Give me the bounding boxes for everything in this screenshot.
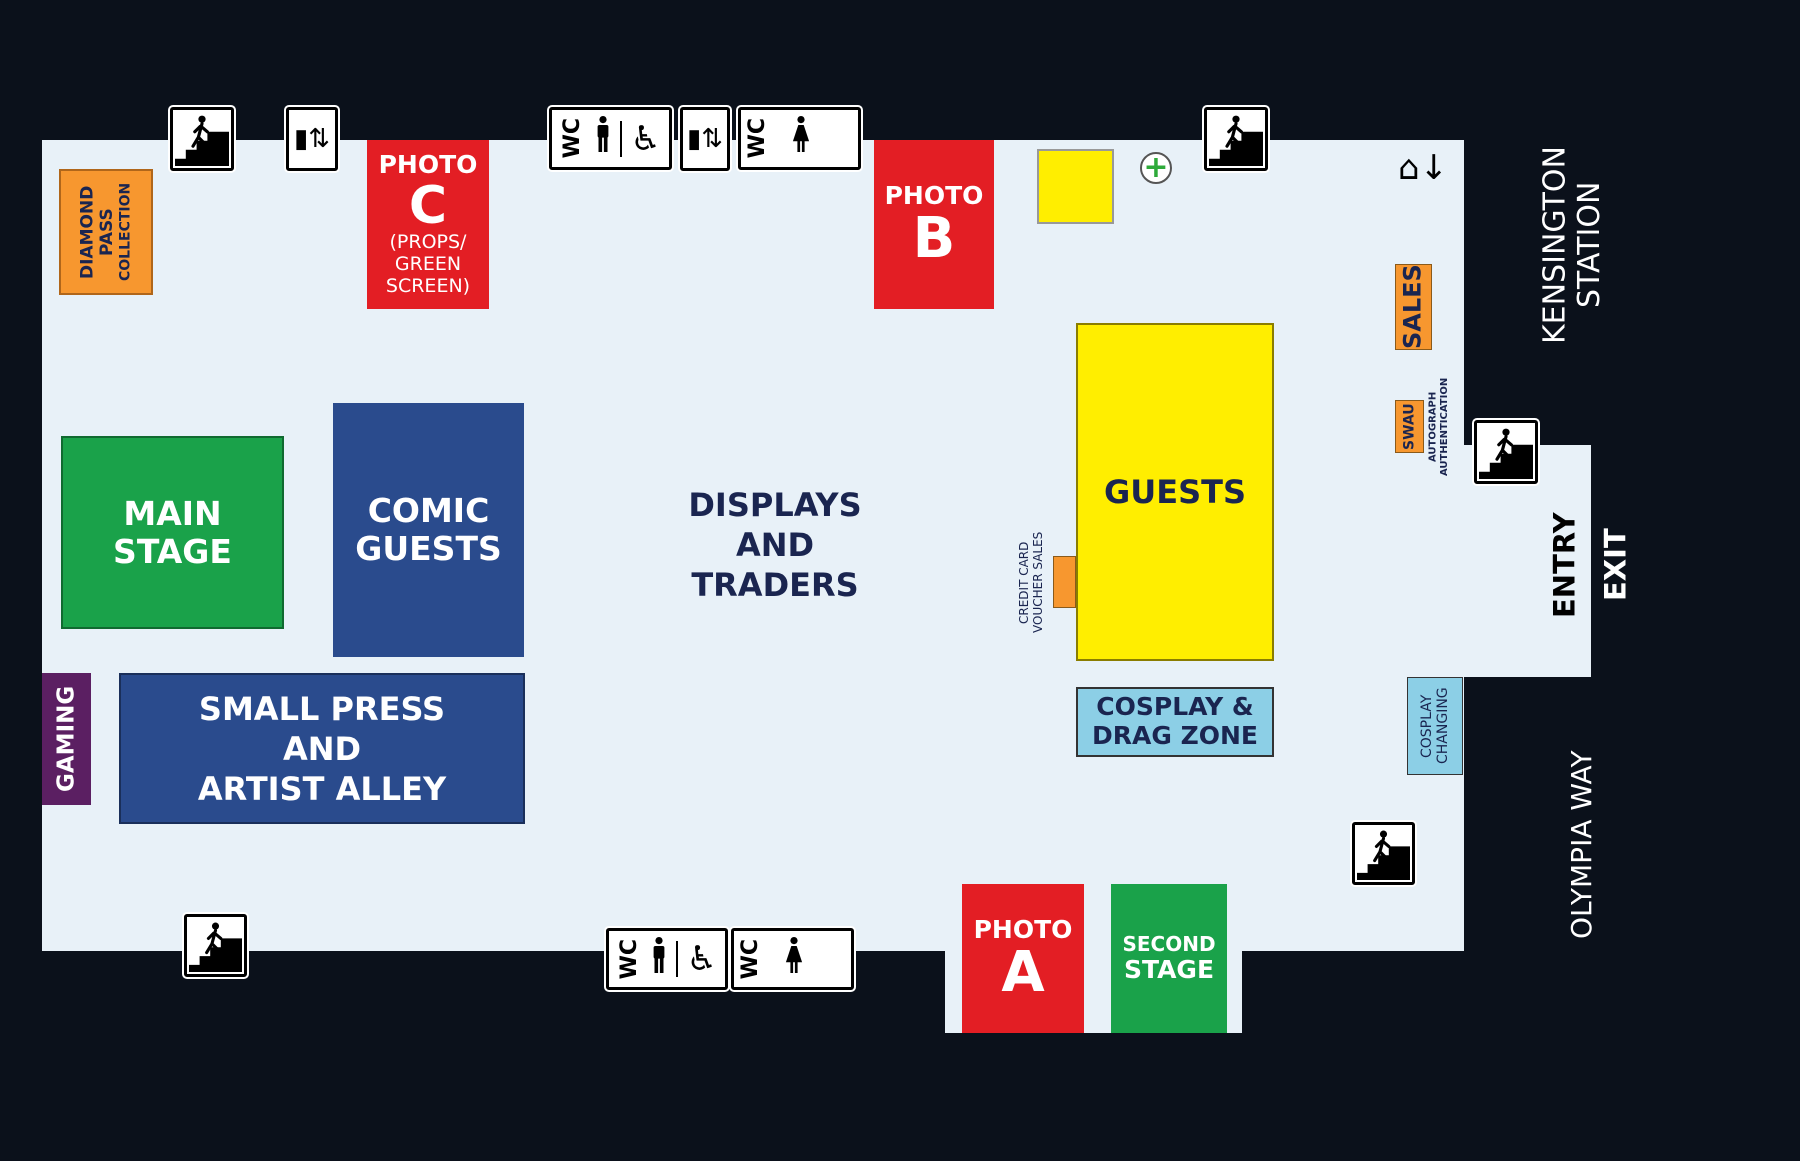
label: CREDIT CARD: [1017, 541, 1032, 624]
wheelchair-icon: ♿: [686, 939, 717, 979]
cloakroom-hanger-icon: ⌂↓: [1398, 148, 1449, 188]
stairs-icon[interactable]: [170, 107, 234, 171]
displays-and-traders: DISPLAYS AND TRADERS: [655, 480, 895, 610]
label: COSPLAY &: [1096, 692, 1254, 722]
guests-area[interactable]: GUESTS: [1076, 323, 1274, 661]
stairs-icon[interactable]: [1204, 107, 1268, 171]
label: STAGE: [113, 531, 232, 571]
cosplay-changing[interactable]: COSPLAY CHANGING: [1407, 677, 1463, 775]
woman-icon: [792, 115, 810, 162]
gaming-area[interactable]: GAMING: [42, 673, 91, 805]
label: SECOND: [1122, 931, 1216, 956]
lift-icon[interactable]: ▮⇅: [286, 107, 338, 171]
stairs-person-glyph: [1209, 115, 1263, 166]
label: COSPLAY: [1418, 694, 1435, 758]
stairs-icon[interactable]: [184, 914, 247, 977]
label: GUESTS: [1103, 472, 1247, 511]
credit-card-voucher-booth[interactable]: [1053, 556, 1076, 608]
stairs-icon[interactable]: [1352, 822, 1415, 885]
label: STATION: [1572, 181, 1607, 309]
photo-c[interactable]: PHOTO C (PROPS/ GREEN SCREEN): [367, 140, 489, 309]
man-icon: [650, 936, 668, 983]
label: SALES: [1398, 264, 1427, 350]
label: DRAG ZONE: [1092, 721, 1258, 750]
wc-women[interactable]: WC: [731, 928, 854, 990]
swau-booth[interactable]: SWAU: [1395, 400, 1424, 453]
first-aid-icon: +: [1140, 152, 1172, 184]
label: CHANGING: [1435, 687, 1451, 765]
label: PHOTO: [378, 150, 478, 180]
label: STAGE: [1123, 954, 1215, 984]
label: SMALL PRESS: [198, 689, 446, 728]
wc-label: WC: [738, 938, 763, 980]
label: DIAMOND: [77, 185, 98, 279]
label: PHOTO: [884, 181, 984, 211]
kensington-station-label: KENSINGTON STATION: [1528, 130, 1618, 360]
label: COLLECTION: [117, 182, 134, 282]
wc-accessible-men[interactable]: WC ♿: [549, 107, 672, 170]
label: ARTIST ALLEY: [197, 769, 447, 808]
photo-b[interactable]: PHOTO B: [874, 140, 994, 309]
wc-accessible-men[interactable]: WC ♿: [606, 928, 728, 990]
lift-icon[interactable]: ▮⇅: [680, 107, 730, 171]
exit-label[interactable]: EXIT: [1596, 510, 1636, 620]
label: A: [1001, 939, 1045, 1005]
label: KENSINGTON: [1537, 146, 1573, 344]
yellow-box: [1037, 149, 1114, 224]
label: GAMING: [53, 685, 80, 793]
label: DISPLAYS: [688, 486, 862, 524]
sales-booth[interactable]: SALES: [1395, 264, 1432, 350]
comic-guests[interactable]: COMIC GUESTS: [333, 403, 524, 657]
label: AND: [735, 526, 815, 564]
label: AUTHENTICATION: [1439, 377, 1450, 477]
label: (PROPS/: [389, 231, 467, 254]
autograph-authentication-label: AUTOGRAPH AUTHENTICATION: [1424, 372, 1454, 482]
man-icon: [594, 115, 612, 162]
label: SWAU: [1401, 403, 1418, 450]
cosplay-drag-zone[interactable]: COSPLAY & DRAG ZONE: [1076, 687, 1274, 757]
woman-icon: [785, 936, 803, 983]
wc-label: WC: [745, 118, 770, 159]
label: COMIC: [367, 491, 490, 531]
stairs-person-glyph: [1479, 428, 1533, 479]
main-stage[interactable]: MAIN STAGE: [61, 436, 284, 629]
label: B: [912, 205, 956, 271]
credit-card-label: CREDIT CARD VOUCHER SALES: [1012, 525, 1052, 640]
divider: [619, 120, 622, 157]
wc-women[interactable]: WC: [738, 107, 861, 170]
wc-label: WC: [560, 118, 586, 159]
entry-label[interactable]: ENTRY: [1545, 495, 1585, 635]
photo-a[interactable]: PHOTO A: [962, 884, 1084, 1033]
wheelchair-icon: ♿: [630, 118, 661, 159]
label: TRADERS: [691, 566, 859, 604]
label: C: [408, 176, 448, 237]
stairs-person-glyph: [189, 922, 242, 972]
label: GREEN: [394, 252, 462, 275]
label: SCREEN): [385, 274, 471, 297]
label: VOUCHER SALES: [1031, 531, 1045, 634]
label: EXIT: [1598, 528, 1633, 602]
label: AUTOGRAPH: [1427, 391, 1439, 463]
label: MAIN: [123, 493, 222, 533]
second-stage[interactable]: SECOND STAGE: [1111, 884, 1227, 1033]
stairs-icon[interactable]: [1474, 420, 1538, 484]
divider: [676, 941, 679, 977]
label: ENTRY: [1547, 512, 1582, 618]
label: GUESTS: [355, 529, 502, 568]
label: AND: [282, 729, 362, 768]
diamond-pass-collection[interactable]: DIAMOND PASS COLLECTION: [59, 169, 153, 295]
stairs-person-glyph: [1357, 830, 1410, 880]
label: PASS: [96, 208, 117, 256]
stairs-person-glyph: [175, 115, 229, 166]
wc-label: WC: [617, 938, 643, 980]
label: PHOTO: [973, 915, 1073, 945]
small-press-artist-alley[interactable]: SMALL PRESS AND ARTIST ALLEY: [119, 673, 525, 824]
olympia-way-label: OLYMPIA WAY: [1560, 730, 1604, 960]
label: OLYMPIA WAY: [1564, 750, 1598, 940]
